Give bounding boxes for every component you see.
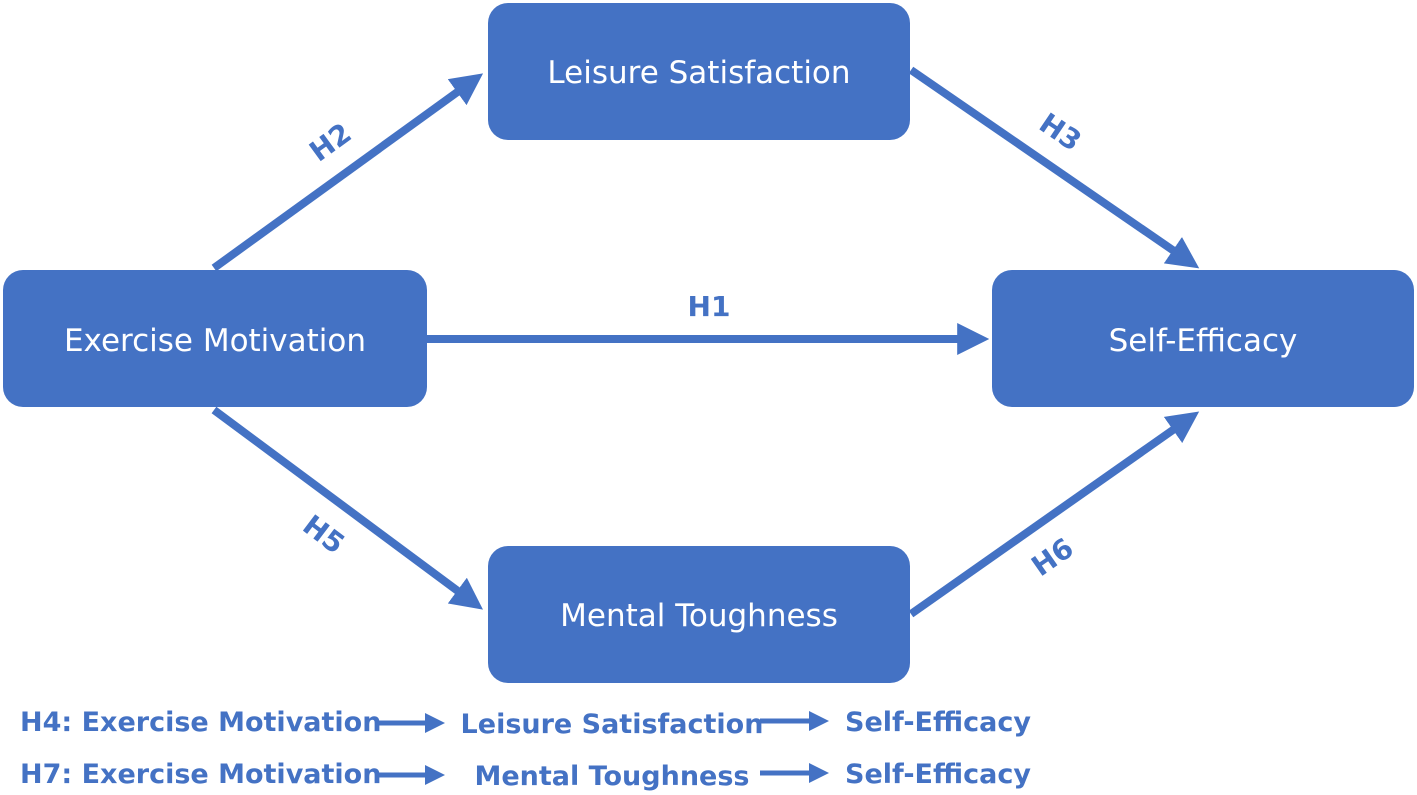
legend-h7-prefix: H7: Exercise Motivation: [20, 759, 381, 790]
legend-h7-mediator: Mental Toughness: [474, 761, 749, 792]
legend-h4-mediator: Leisure Satisfaction: [461, 709, 764, 740]
node-exercise-motivation: Exercise Motivation: [3, 270, 427, 407]
node-self-efficacy: Self-Efficacy: [992, 270, 1414, 407]
legend-h4: H4: Exercise Motivation Leisure Satisfac…: [20, 707, 1031, 740]
edge-label-h3: H3: [1033, 106, 1087, 157]
legend-h4-prefix: H4: Exercise Motivation: [20, 707, 381, 738]
arrow-h6: [908, 411, 1200, 618]
edge-label-h1: H1: [688, 290, 731, 323]
arrow-h5: [211, 406, 483, 610]
node-label-exercise-motivation: Exercise Motivation: [64, 323, 366, 359]
edge-label-h5: H5: [297, 508, 351, 560]
node-label-self-efficacy: Self-Efficacy: [1109, 323, 1298, 359]
legend-h4-outcome: Self-Efficacy: [845, 707, 1031, 738]
node-mental-toughness: Mental Toughness: [488, 546, 910, 683]
arrow-h2: [211, 73, 484, 272]
edge-label-h6: H6: [1026, 531, 1080, 583]
legend-h7-outcome: Self-Efficacy: [845, 759, 1031, 790]
node-label-leisure-satisfaction: Leisure Satisfaction: [547, 55, 850, 91]
node-leisure-satisfaction: Leisure Satisfaction: [488, 3, 910, 140]
edge-label-h2: H2: [303, 116, 357, 168]
arrow-h3: [908, 66, 1200, 269]
legend-h7: H7: Exercise Motivation Mental Toughness…: [20, 759, 1031, 792]
node-label-mental-toughness: Mental Toughness: [560, 598, 838, 634]
